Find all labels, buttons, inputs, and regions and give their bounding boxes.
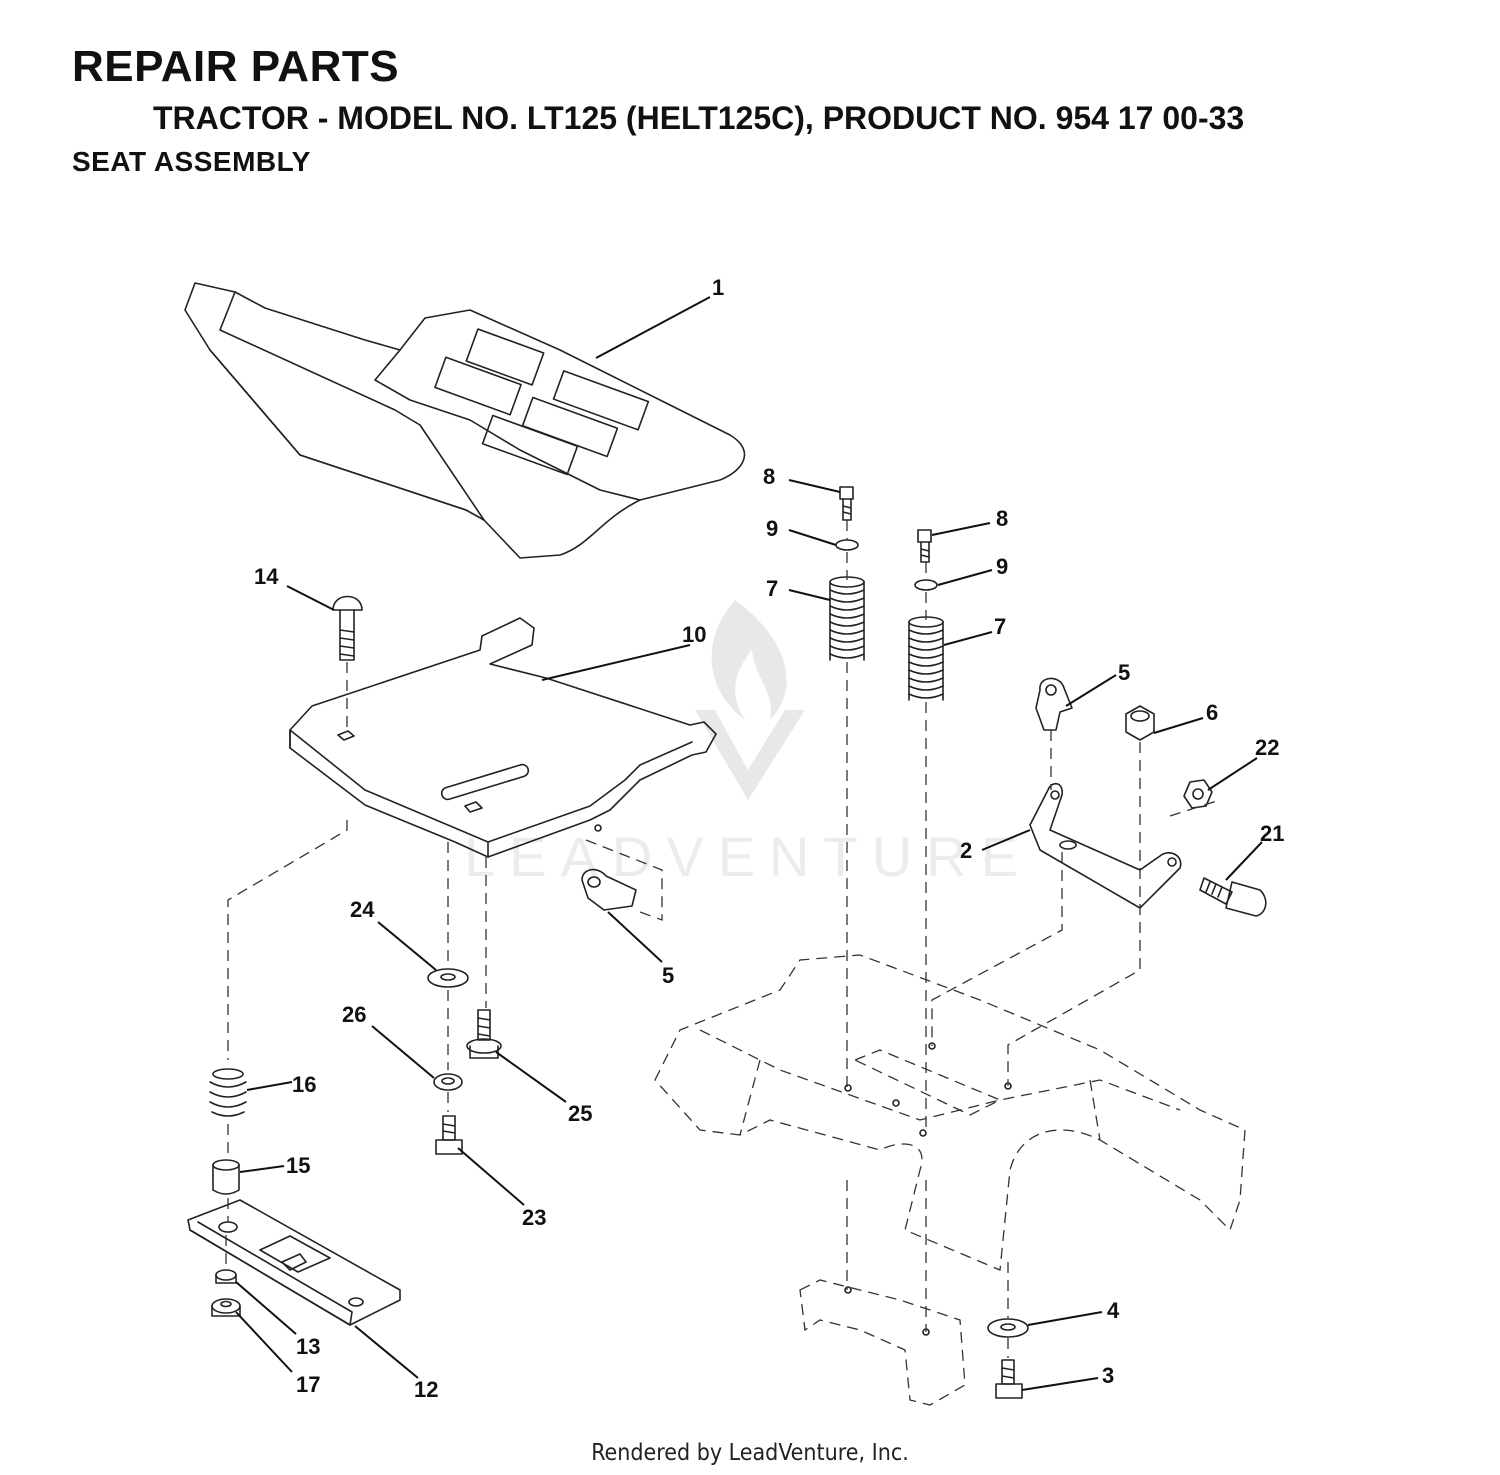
part-washer-left: [835, 539, 859, 551]
part-pivot-bracket: [187, 1199, 401, 1326]
part-bolt-left: [839, 486, 854, 521]
callout-8-right: 8: [996, 506, 1008, 531]
callout-21: 21: [1260, 821, 1284, 846]
model-subtitle: TRACTOR - MODEL NO. LT125 (HELT125C), PR…: [153, 100, 1245, 136]
alignment-lines: [225, 520, 1221, 1358]
callout-5-upper: 5: [1118, 660, 1130, 685]
part-hex-bolt-lower: [995, 1359, 1023, 1399]
part-clip-upper: [1035, 677, 1073, 731]
callout-1: 1: [712, 275, 724, 300]
callout-26: 26: [342, 1002, 366, 1027]
callout-22: 22: [1255, 735, 1279, 760]
watermark-v-icon: [695, 710, 805, 800]
callout-14: 14: [254, 564, 279, 589]
callout-6: 6: [1206, 700, 1218, 725]
leader-lines: [235, 296, 1263, 1391]
part-spacer: [212, 1159, 240, 1195]
part-flat-washer: [427, 968, 469, 988]
callout-2: 2: [960, 838, 972, 863]
watermark-flame-icon: [711, 600, 787, 720]
callout-16: 16: [292, 1072, 316, 1097]
part-bolt-right: [917, 529, 932, 563]
callout-7-left: 7: [766, 576, 778, 601]
part-spring-left: [829, 576, 865, 661]
tractor-frame-outline: [654, 954, 1246, 1406]
part-lock-nut: [1125, 705, 1155, 741]
callout-23: 23: [522, 1205, 546, 1230]
footer-credit: Rendered by LeadVenture, Inc.: [591, 1440, 909, 1466]
callout-8-left: 8: [763, 464, 775, 489]
callout-7-right: 7: [994, 614, 1006, 639]
section-title: SEAT ASSEMBLY: [72, 146, 311, 177]
part-flange-nut: [211, 1298, 241, 1317]
part-washer-right: [914, 579, 938, 591]
callout-10: 10: [682, 622, 706, 647]
part-shoulder-bolt: [1199, 877, 1267, 917]
part-clip-lower: [581, 868, 637, 911]
callout-17: 17: [296, 1372, 320, 1397]
part-seat: [184, 282, 746, 559]
part-hex-bolt: [435, 1115, 463, 1155]
part-coil-spring: [209, 1068, 247, 1117]
part-lock-washer: [433, 1073, 463, 1091]
part-seat-pan: [289, 617, 717, 858]
part-carriage-bolt: [332, 595, 363, 661]
callout-13: 13: [296, 1334, 320, 1359]
callout-9-left: 9: [766, 516, 778, 541]
callout-labels: 1 10 14 8 9 7 8 9 7 5 6 22 2 21 24 5 26 …: [254, 275, 1284, 1402]
callout-4: 4: [1107, 1298, 1120, 1323]
part-flange-bolt: [466, 1009, 502, 1059]
callout-25: 25: [568, 1101, 592, 1126]
part-nut-small: [215, 1269, 237, 1284]
callout-15: 15: [286, 1153, 310, 1178]
callout-12: 12: [414, 1377, 438, 1402]
part-flat-washer-lower: [987, 1318, 1029, 1338]
watermark: LEADVENTURE: [464, 600, 1018, 888]
callout-5-lower: 5: [662, 963, 674, 988]
part-nut: [1183, 779, 1213, 809]
part-bracket: [1029, 782, 1182, 909]
part-spring-right: [908, 616, 944, 701]
page-title: REPAIR PARTS: [72, 42, 400, 91]
callout-3: 3: [1102, 1363, 1114, 1388]
callout-24: 24: [350, 897, 375, 922]
callout-9-right: 9: [996, 554, 1008, 579]
